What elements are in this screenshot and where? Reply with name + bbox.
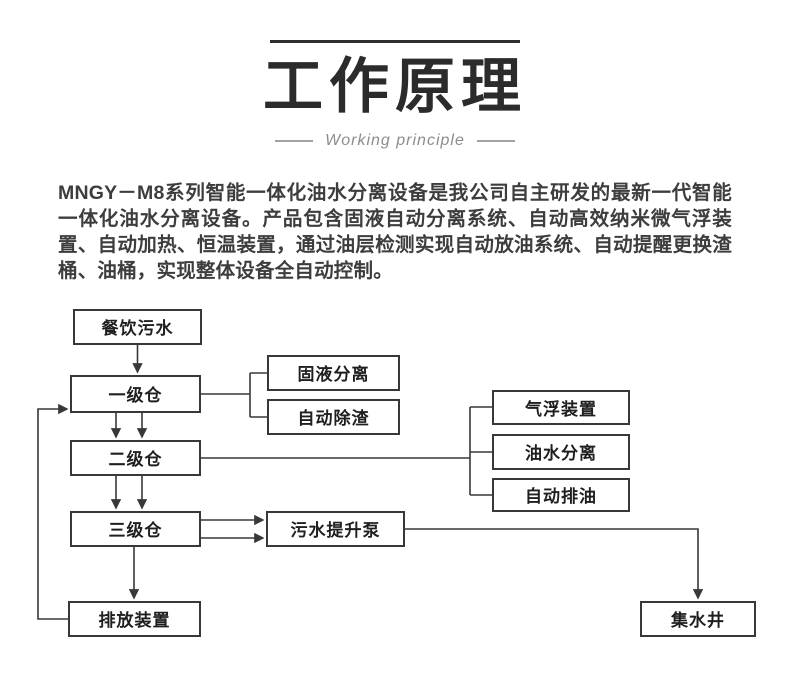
title-top-rule [270, 40, 520, 43]
section-title: 工作原理 [263, 53, 527, 120]
subtitle-row: Working principle [0, 132, 790, 150]
node-discharge-device: 排放装置 [68, 600, 201, 637]
subtitle-right-rule [476, 140, 515, 142]
node-stage1: 一级仓 [70, 374, 201, 413]
section-subtitle: Working principle [325, 132, 465, 149]
node-auto-oil-discharge: 自动排油 [492, 477, 630, 512]
node-sewage-lift-pump: 污水提升泵 [266, 510, 405, 547]
arrow-discharge-loopback-stage1 [37, 403, 69, 620]
arrow-pump-well [405, 527, 704, 600]
node-solid-liquid-separation: 固液分离 [267, 354, 400, 391]
bracket-stage2-group [201, 405, 492, 496]
node-auto-deslagging: 自动除渣 [267, 398, 400, 435]
subtitle-left-rule [275, 140, 314, 142]
node-stage2: 二级仓 [70, 439, 201, 476]
node-air-flotation: 气浮装置 [492, 389, 630, 425]
bracket-stage1-group [201, 371, 267, 418]
node-stage3: 三级仓 [70, 510, 201, 547]
section-header: 工作原理 Working principle [0, 0, 790, 150]
node-oil-water-separation: 油水分离 [492, 433, 630, 470]
node-wastewater: 餐饮污水 [73, 308, 202, 345]
process-flowchart: 餐饮污水 一级仓 固液分离 自动除渣 二级仓 气浮装置 油水分离 自动排油 三级… [0, 299, 790, 667]
node-water-collection-well: 集水井 [640, 600, 756, 637]
page: 工作原理 Working principle MNGY－M8系列智能一体化油水分… [0, 0, 790, 667]
product-description: MNGY－M8系列智能一体化油水分离设备是我公司自主研发的最新一代智能一体化油水… [58, 182, 732, 283]
flow-connector-lines [37, 344, 704, 620]
